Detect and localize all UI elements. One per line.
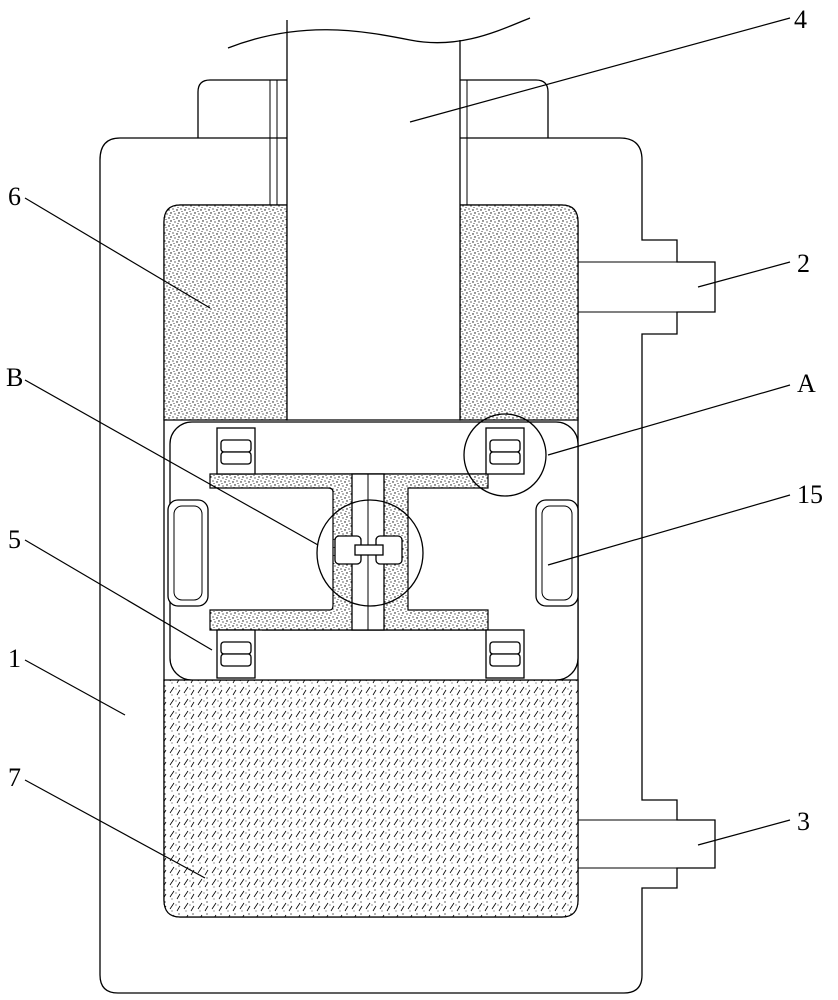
detail-circle-b bbox=[316, 499, 424, 607]
bearing-bottom-right bbox=[485, 629, 525, 679]
side-window-left-inner bbox=[173, 505, 203, 601]
center-coupling bbox=[334, 535, 403, 565]
label-5: 5 bbox=[8, 525, 21, 554]
housing-outline bbox=[99, 137, 716, 994]
lower-fluid bbox=[163, 679, 579, 918]
label-6: 6 bbox=[8, 182, 21, 211]
label-1: 1 bbox=[8, 644, 21, 673]
piston-rod bbox=[286, 20, 461, 421]
side-window-right-inner bbox=[541, 505, 573, 601]
side-window-left bbox=[167, 499, 209, 607]
bearing-top-left bbox=[216, 427, 256, 475]
rod-break-line bbox=[227, 17, 531, 49]
upper-fill-right bbox=[459, 204, 579, 421]
upper-fill-left bbox=[163, 204, 288, 421]
label-a: A bbox=[797, 369, 816, 398]
label-4: 4 bbox=[794, 5, 807, 34]
bearing-top-right bbox=[485, 427, 525, 475]
label-b: B bbox=[6, 363, 23, 392]
side-window-right bbox=[535, 499, 579, 607]
label-2: 2 bbox=[797, 249, 810, 278]
detail-circle-a bbox=[463, 413, 547, 497]
label-15: 15 bbox=[797, 480, 823, 509]
bearing-bottom-left bbox=[216, 629, 256, 679]
label-3: 3 bbox=[797, 807, 810, 836]
label-7: 7 bbox=[8, 763, 21, 792]
